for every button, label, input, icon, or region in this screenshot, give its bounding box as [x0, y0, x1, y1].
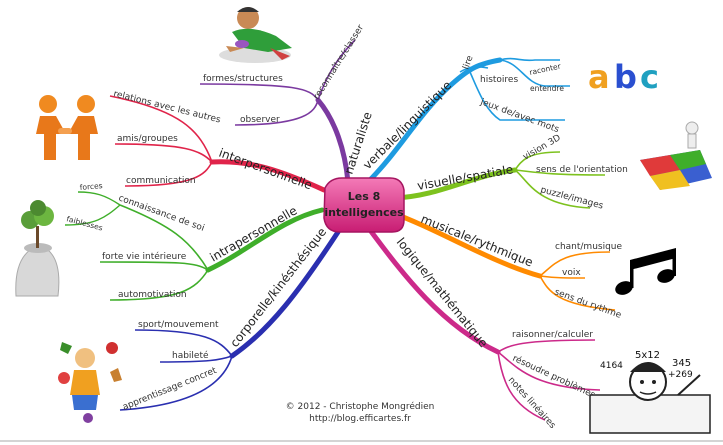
sub-label-amis: amis/groupes [117, 134, 178, 144]
svg-text:c: c [640, 58, 659, 96]
sub-label-observer: observer [240, 115, 280, 125]
branch-verbale-trunk [365, 57, 503, 185]
sub-label-jeux: jeux de/avec mots [478, 97, 561, 135]
footer-url[interactable]: http://blog.efficartes.fr [309, 414, 411, 424]
sub-label-raconter: raconter [529, 61, 563, 77]
svg-text:5x12: 5x12 [635, 350, 660, 361]
sub-label-lire: lire [461, 54, 475, 71]
central-title-line2: intelligences [324, 206, 404, 219]
sub-label-formes: formes/structures [203, 74, 283, 84]
branch-label-verbale: verbale/linguistique [360, 78, 454, 172]
sub-label-habilete: habileté [172, 350, 209, 361]
sub-label-chant: chant/musique [555, 242, 623, 252]
sub-label-orientation: sens de l'orientation [536, 165, 628, 175]
sub-label-sport: sport/mouvement [138, 320, 219, 330]
sub-label-vision3d: vision 3D [522, 133, 563, 163]
sub-label-entendre: entendre [530, 84, 564, 93]
sub-label-vie-interieure: forte vie intérieure [102, 251, 187, 262]
sub-label-voix: voix [562, 268, 581, 278]
tree-head-icon [15, 200, 60, 297]
branch-intra-trunk [205, 207, 325, 273]
svg-text:+269: +269 [668, 370, 693, 380]
branch-corporelle-trunk [229, 229, 341, 359]
footer-copyright: © 2012 - Christophe Mongrédien [286, 401, 435, 412]
sub-label-connaissance: connaissance de soi [117, 193, 206, 233]
math-student-icon: 5x12 345 +269 4164 [589, 350, 711, 434]
branch-label-intra: intrapersonnelle [208, 203, 300, 264]
svg-text:4164: 4164 [600, 361, 623, 371]
svg-text:345: 345 [672, 358, 691, 369]
handshake-icon [36, 95, 98, 160]
abc-letters-icon: a b c [588, 58, 659, 96]
branch-label-visuelle: visuelle/spatiale [416, 162, 514, 193]
sub-label-rythme: sens du rythme [553, 287, 623, 321]
branch-logique-trunk [367, 227, 501, 355]
central-title-line1: Les 8 [348, 190, 381, 203]
branch-label-inter: interpersonnelle [217, 146, 314, 193]
sub-label-relations: relations avec les autres [112, 89, 222, 125]
sub-label-communication: communication [126, 176, 196, 186]
svg-text:a: a [588, 58, 610, 96]
sub-label-raisonner: raisonner/calculer [512, 330, 593, 340]
central-node: Les 8 intelligences [323, 177, 405, 233]
music-note-icon [615, 248, 676, 295]
sub-label-faiblesses: faiblesses [65, 214, 103, 232]
branch-naturaliste-trunk [315, 97, 351, 185]
sub-label-reconnaitre: reconnaître/classer [312, 23, 366, 102]
branch-musicale-trunk [387, 209, 543, 279]
branch-inter-trunk [209, 159, 327, 193]
child-icon [219, 7, 292, 63]
sub-label-histoires: histoires [480, 75, 518, 85]
sub-label-forces: forces [79, 181, 103, 192]
juggler-icon [58, 342, 122, 423]
sub-label-automotivation: automotivation [118, 290, 187, 300]
svg-text:b: b [614, 58, 637, 96]
branch-label-musicale: musicale/rythmique [419, 212, 535, 270]
puzzle-icon [640, 121, 712, 190]
branch-visuelle-trunk [392, 167, 518, 201]
